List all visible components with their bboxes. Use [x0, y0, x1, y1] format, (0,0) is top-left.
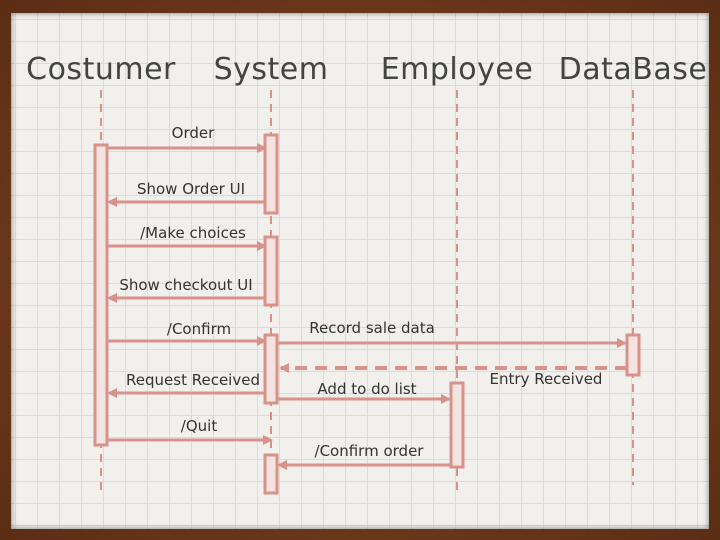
label-order: Order	[171, 124, 215, 142]
label-confirm: /Confirm	[166, 320, 232, 338]
activation-database	[625, 333, 641, 377]
label-show-order-ui: Show Order UI	[136, 180, 246, 198]
activation-costumer	[93, 143, 109, 447]
label-show-checkout-ui: Show checkout UI	[119, 276, 253, 294]
label-add-to-do-list: Add to do list	[317, 380, 417, 398]
label-entry-received: Entry Received	[489, 370, 603, 388]
activation-system-1	[263, 133, 279, 215]
actor-employee: Employee	[380, 52, 534, 87]
activation-system-4	[263, 453, 279, 495]
label-make-choices: /Make choices	[140, 224, 246, 242]
activation-employee	[449, 381, 465, 469]
activation-system-3	[263, 333, 279, 405]
actor-costumer: Costumer	[26, 52, 176, 87]
label-confirm-order: /Confirm order	[314, 442, 424, 460]
activation-system-2	[263, 235, 279, 307]
label-request-received: Request Received	[126, 371, 260, 389]
grid-paper-background	[11, 13, 709, 529]
actor-database: DataBase	[558, 52, 708, 87]
label-quit: /Quit	[180, 417, 218, 435]
label-record-sale-data: Record sale data	[309, 319, 435, 337]
actor-system: System	[213, 52, 329, 87]
